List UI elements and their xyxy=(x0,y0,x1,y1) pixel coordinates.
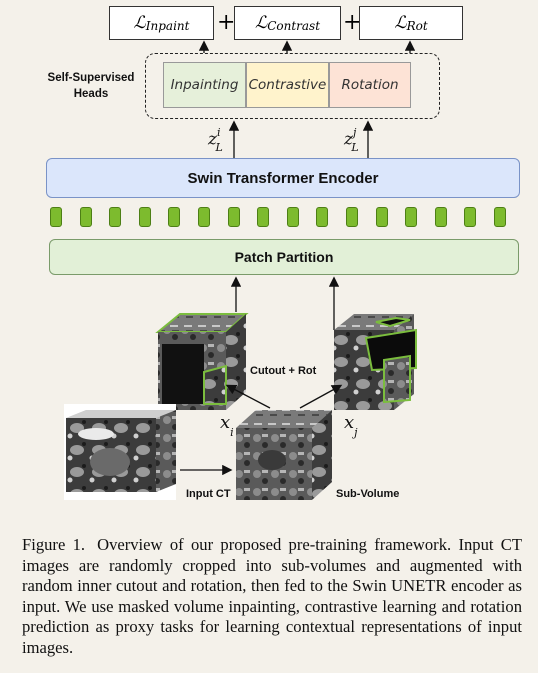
patch-token xyxy=(138,207,151,227)
loss-subscript: Inpaint xyxy=(145,19,190,33)
cutout-rot-label: Cutout + Rot xyxy=(250,365,317,377)
patch-token xyxy=(494,207,506,227)
augmented-cube-left xyxy=(155,313,249,410)
patch-token xyxy=(286,207,299,227)
z-sup: j xyxy=(352,126,357,139)
patch-token xyxy=(375,207,388,227)
caption-lead: Figure 1. xyxy=(22,535,86,554)
loss-symbol: ℒ xyxy=(394,13,407,33)
sub-volume-label: Sub-Volume xyxy=(336,488,400,500)
head-rotation: Rotation xyxy=(329,62,411,108)
patch-token xyxy=(168,207,181,227)
heads-dashed-container xyxy=(145,53,440,119)
loss-symbol: ℒ xyxy=(133,13,146,33)
x-sub: i xyxy=(230,425,234,439)
x-right-label: xj xyxy=(344,412,358,439)
patch-token xyxy=(464,207,477,227)
heads-label: Self-Supervised Heads xyxy=(47,72,135,100)
z-right-label: zjL xyxy=(344,126,359,155)
x-sub: j xyxy=(354,425,358,439)
patch-token xyxy=(346,207,358,227)
patch-partition-block: Patch Partition xyxy=(49,239,519,275)
loss-symbol: ℒ xyxy=(254,13,268,33)
x-left-label: xi xyxy=(220,412,234,439)
x-base: x xyxy=(220,412,231,433)
head-contrastive: Contrastive xyxy=(246,62,329,108)
patch-token xyxy=(316,207,329,227)
patch-token xyxy=(405,207,418,227)
figure-caption: Figure 1.Overview of our proposed pre-tr… xyxy=(22,535,522,658)
arrow xyxy=(225,384,271,409)
plus-sign: + xyxy=(343,10,362,35)
sub-volume-cube xyxy=(236,410,332,500)
patch-token xyxy=(257,207,270,227)
caption-text: Overview of our proposed pre-training fr… xyxy=(22,535,522,657)
swin-encoder-block: Swin Transformer Encoder xyxy=(46,158,520,198)
loss-subscript: Rot xyxy=(406,19,428,33)
patch-token xyxy=(50,207,62,227)
patch-token xyxy=(198,207,210,227)
patch-token xyxy=(109,207,122,227)
z-left-label: ziL xyxy=(208,126,223,155)
loss-subscript: Contrast xyxy=(267,19,321,33)
z-sub: L xyxy=(351,141,359,155)
head-inpainting: Inpainting xyxy=(163,62,246,108)
z-base: z xyxy=(208,129,217,150)
z-sup: i xyxy=(216,126,221,139)
patch-token xyxy=(227,207,240,227)
augmented-cube-right xyxy=(334,314,417,410)
x-base: x xyxy=(344,412,355,433)
patch-token xyxy=(79,207,92,227)
patch-token xyxy=(434,207,447,227)
diagram-graphics xyxy=(64,40,417,500)
input-ct-volume xyxy=(64,404,176,500)
z-sub: L xyxy=(215,141,223,155)
plus-sign: + xyxy=(217,10,236,35)
arrow xyxy=(299,384,343,409)
z-base: z xyxy=(344,129,353,150)
input-ct-label: Input CT xyxy=(186,488,231,500)
